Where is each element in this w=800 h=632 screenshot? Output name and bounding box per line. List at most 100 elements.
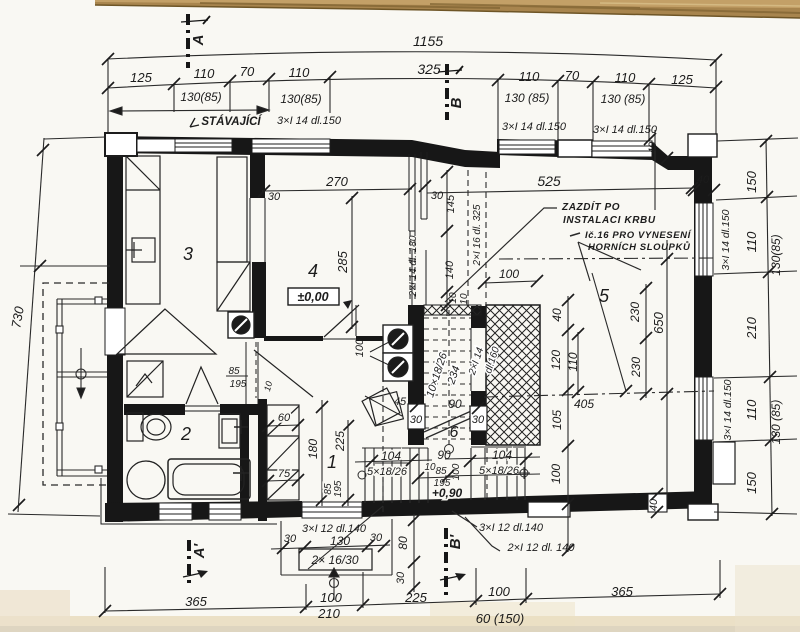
- svg-text:2× 16/30: 2× 16/30: [310, 553, 358, 567]
- svg-text:110: 110: [519, 69, 540, 84]
- svg-text:130(85): 130(85): [769, 234, 783, 275]
- svg-text:130(85): 130(85): [180, 90, 221, 104]
- svg-text:70: 70: [565, 68, 580, 83]
- svg-text:285: 285: [335, 250, 350, 273]
- svg-text:85: 85: [435, 466, 447, 477]
- svg-text:75: 75: [278, 468, 291, 480]
- svg-text:365: 365: [611, 584, 633, 599]
- svg-text:ZAZDÍT PO: ZAZDÍT PO: [561, 200, 620, 213]
- svg-text:±0,00: ±0,00: [297, 290, 328, 304]
- svg-text:130: 130: [330, 534, 350, 548]
- svg-text:130 (85): 130 (85): [769, 400, 783, 445]
- svg-text:125: 125: [130, 70, 152, 85]
- svg-text:2×I 16 dl. 325: 2×I 16 dl. 325: [472, 204, 483, 266]
- svg-text:40: 40: [697, 174, 710, 186]
- svg-text:120: 120: [549, 350, 563, 370]
- svg-text:40: 40: [550, 308, 564, 322]
- svg-text:STÁVAJÍCÍ: STÁVAJÍCÍ: [201, 115, 262, 128]
- svg-text:100: 100: [320, 590, 342, 605]
- svg-text:90: 90: [448, 397, 462, 411]
- svg-text:10: 10: [448, 292, 459, 304]
- svg-text:30: 30: [284, 533, 297, 545]
- svg-text:45: 45: [394, 396, 407, 408]
- svg-text:10: 10: [424, 462, 436, 473]
- svg-text:150: 150: [744, 170, 759, 192]
- svg-text:INSTALACI KRBU: INSTALACI KRBU: [563, 215, 656, 226]
- svg-text:150: 150: [744, 471, 759, 493]
- svg-text:105: 105: [550, 410, 564, 430]
- svg-text:230: 230: [628, 302, 642, 323]
- svg-text:70: 70: [240, 64, 255, 79]
- svg-text:100: 100: [499, 267, 519, 281]
- svg-text:230: 230: [629, 357, 643, 378]
- svg-text:130 (85): 130 (85): [601, 92, 646, 106]
- svg-text:5×18/26: 5×18/26: [367, 466, 408, 478]
- svg-text:650: 650: [651, 311, 666, 333]
- svg-text:525: 525: [537, 173, 561, 189]
- svg-text:110: 110: [744, 399, 759, 420]
- svg-text:A': A': [191, 543, 208, 559]
- svg-text:85: 85: [323, 483, 334, 495]
- svg-text:2×I 12 dl. 140: 2×I 12 dl. 140: [507, 542, 576, 554]
- svg-text:HORNÍCH SLOUPKŮ: HORNÍCH SLOUPKŮ: [588, 241, 691, 253]
- svg-text:210: 210: [744, 316, 759, 339]
- svg-text:210: 210: [317, 606, 340, 621]
- svg-text:5: 5: [599, 286, 610, 306]
- svg-text:10: 10: [459, 293, 470, 305]
- svg-text:A: A: [190, 35, 207, 47]
- svg-text:60 (150): 60 (150): [476, 611, 524, 626]
- svg-text:195: 195: [333, 480, 344, 497]
- svg-text:125: 125: [671, 72, 693, 87]
- svg-text:30: 30: [472, 414, 485, 426]
- svg-text:3: 3: [183, 244, 193, 264]
- svg-text:3×I 14 dl.150: 3×I 14 dl.150: [277, 115, 342, 127]
- svg-text:30: 30: [431, 190, 444, 202]
- svg-text:195: 195: [230, 379, 247, 390]
- svg-text:140: 140: [444, 260, 456, 279]
- svg-text:195: 195: [434, 478, 451, 489]
- svg-text:180: 180: [306, 439, 320, 459]
- svg-text:104: 104: [492, 448, 512, 462]
- svg-text:130 (85): 130 (85): [505, 91, 550, 105]
- svg-text:730: 730: [8, 304, 27, 329]
- svg-text:110: 110: [744, 231, 759, 252]
- svg-text:3×I 14 dl.150: 3×I 14 dl.150: [722, 379, 734, 440]
- svg-text:40: 40: [648, 498, 660, 511]
- svg-text:B: B: [448, 97, 465, 108]
- svg-text:30: 30: [410, 414, 423, 426]
- svg-text:110: 110: [289, 65, 310, 80]
- svg-text:100: 100: [488, 584, 510, 599]
- svg-text:104: 104: [381, 449, 401, 463]
- svg-text:270: 270: [325, 174, 348, 189]
- svg-text:100: 100: [354, 338, 366, 357]
- svg-text:110: 110: [566, 352, 580, 371]
- svg-text:4: 4: [308, 261, 318, 281]
- svg-text:B': B': [447, 534, 464, 549]
- svg-text:1: 1: [327, 452, 337, 472]
- svg-text:225: 225: [333, 431, 347, 452]
- svg-text:325: 325: [417, 61, 441, 77]
- svg-text:30: 30: [370, 532, 383, 544]
- svg-text:365: 365: [185, 594, 207, 609]
- svg-text:100: 100: [451, 463, 462, 480]
- svg-text:3×I 14 dl.150: 3×I 14 dl.150: [593, 124, 658, 136]
- svg-text:+0,90: +0,90: [432, 486, 463, 500]
- svg-text:100: 100: [549, 464, 563, 484]
- svg-text:40: 40: [647, 141, 659, 154]
- svg-text:110: 110: [194, 66, 215, 81]
- svg-text:3×I 12 dl.140: 3×I 12 dl.140: [302, 523, 367, 535]
- svg-text:405: 405: [574, 397, 594, 411]
- svg-text:6: 6: [450, 424, 459, 441]
- svg-text:Ič.16 PRO VYNESENÍ: Ič.16 PRO VYNESENÍ: [585, 230, 693, 241]
- svg-text:3×I 12 dl.140: 3×I 12 dl.140: [479, 522, 544, 534]
- svg-text:30: 30: [268, 191, 281, 203]
- svg-text:2×I 14 dl. 180: 2×I 14 dl. 180: [408, 235, 419, 297]
- svg-text:1155: 1155: [413, 33, 443, 49]
- svg-text:130(85): 130(85): [280, 92, 321, 106]
- svg-text:110: 110: [615, 70, 636, 85]
- svg-text:85: 85: [228, 366, 240, 377]
- svg-text:225: 225: [404, 590, 427, 605]
- svg-text:80: 80: [396, 536, 410, 550]
- svg-text:30: 30: [395, 571, 407, 584]
- svg-text:3×I 14 dl.150: 3×I 14 dl.150: [720, 209, 732, 270]
